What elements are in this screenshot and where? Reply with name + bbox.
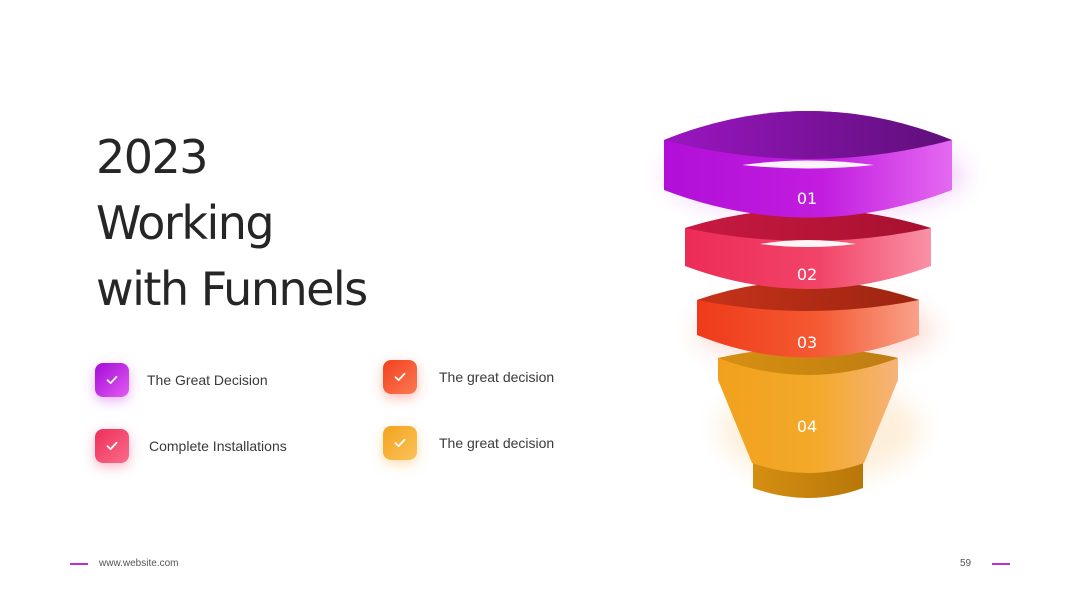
funnel-level-3-label: 03 (797, 333, 817, 352)
slide-title: 2023 Working with Funnels (96, 124, 368, 322)
feature-item: The great decision (383, 360, 554, 394)
funnel-level-1-inner (664, 111, 952, 159)
page-number: 59 (960, 558, 972, 569)
check-icon (383, 360, 417, 394)
feature-label: The Great Decision (147, 372, 268, 388)
title-line-funnels: with Funnels (96, 262, 368, 316)
funnel-level-4-label: 04 (797, 417, 817, 436)
funnel-level-2-inner (685, 209, 931, 241)
footer-accent-right (992, 563, 1010, 565)
feature-item: Complete Installations (95, 429, 287, 463)
feature-label: The great decision (439, 369, 555, 385)
funnel-level-4-body (718, 348, 898, 473)
check-icon (95, 429, 129, 463)
title-line-working: Working (96, 196, 275, 250)
funnel-level-1-hole (742, 160, 874, 169)
funnel-level-2-hole (760, 240, 856, 247)
footer-website: www.website.com (99, 558, 179, 569)
check-icon (95, 363, 129, 397)
feature-item: The Great Decision (95, 363, 268, 397)
title-line-year: 2023 (96, 130, 209, 184)
feature-item: The great decision (383, 426, 554, 460)
funnel-level-4-inner (718, 348, 898, 375)
feature-label: The great decision (439, 435, 555, 451)
funnel-level-3-inner (697, 281, 919, 311)
footer-accent-left (70, 563, 88, 565)
funnel-level-1-label: 01 (797, 189, 817, 208)
funnel-level-2-label: 02 (797, 265, 817, 284)
funnel-level-4-base (753, 463, 863, 498)
feature-label: Complete Installations (149, 438, 287, 454)
check-icon (383, 426, 417, 460)
